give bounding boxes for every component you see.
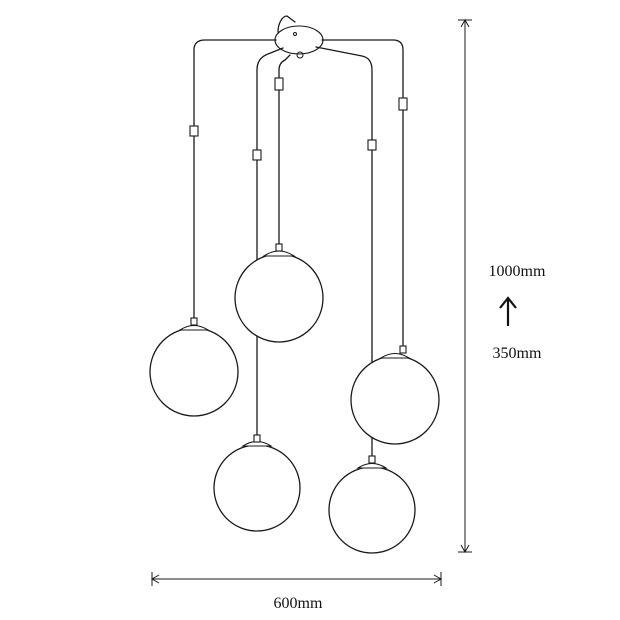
height-max-label: 1000mm — [489, 263, 546, 280]
width-label: 600mm — [274, 595, 323, 612]
globe-bottom-right — [328, 455, 416, 554]
globe-center — [234, 243, 324, 343]
globe-right — [350, 345, 440, 445]
ceiling-canopy — [274, 15, 324, 59]
adjust-up-arrow-icon — [499, 296, 517, 326]
height-dimension — [458, 18, 472, 554]
lamp-arms — [193, 39, 404, 151]
height-min-label: 350mm — [493, 345, 542, 362]
width-dimension: 600mm — [150, 572, 443, 612]
globe-left — [149, 317, 239, 417]
globe-bottom-left — [213, 434, 301, 532]
cord-connectors — [189, 77, 408, 161]
height-adjust-labels: 1000mm 350mm — [489, 263, 546, 362]
